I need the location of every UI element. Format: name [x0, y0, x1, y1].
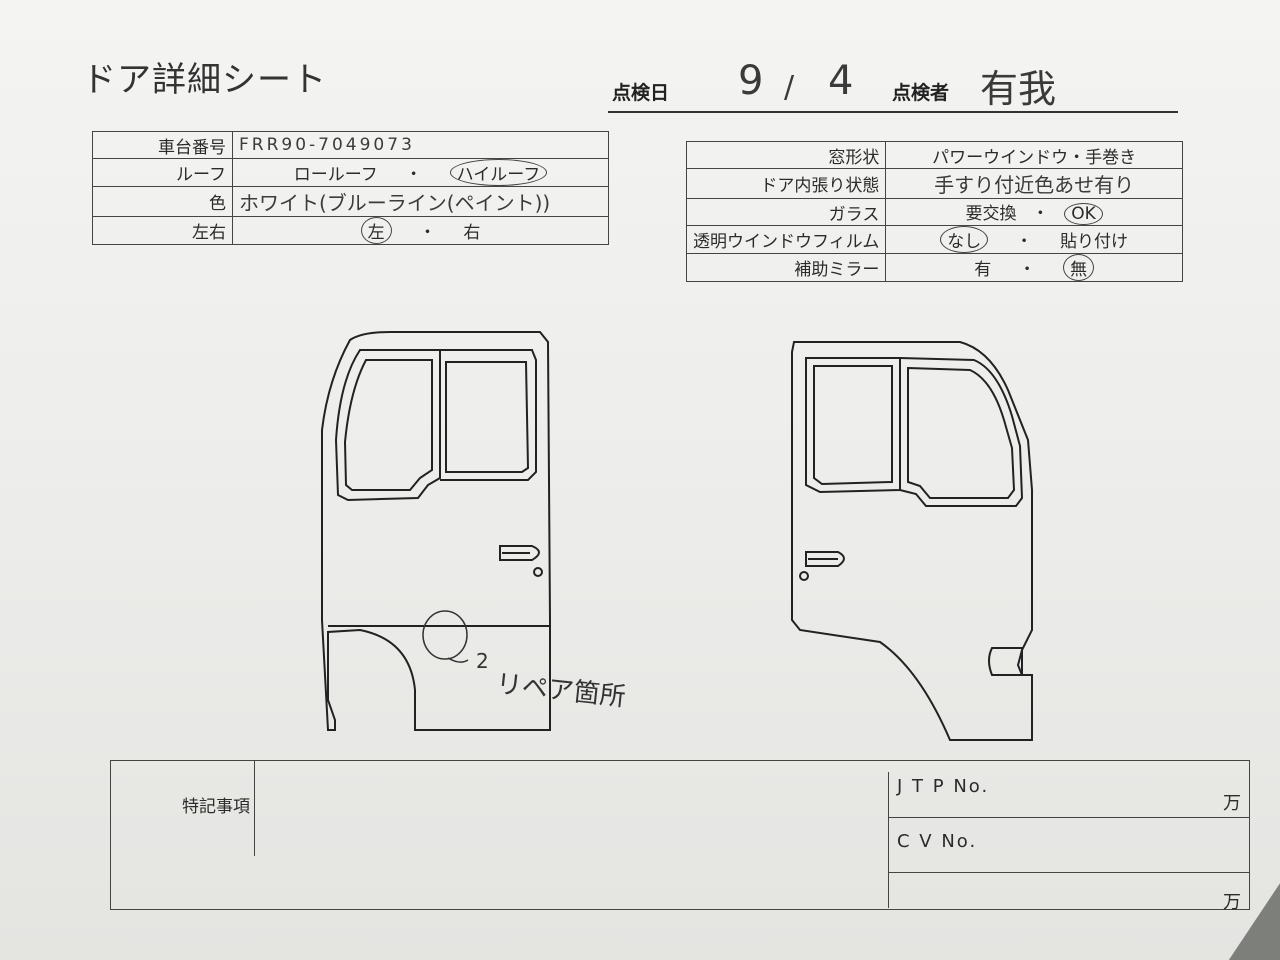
table-row: 色 ホワイト(ブルーライン(ペイント)) [92, 186, 609, 217]
side-separator: ・ [419, 223, 436, 243]
chassis-number-value: FRR90-7049073 [232, 131, 609, 159]
inspection-underline [608, 111, 1178, 113]
door-trim-label: ドア内張り状態 [685, 168, 887, 199]
inspection-date-separator: / [784, 70, 795, 105]
roof-label: ルーフ [92, 158, 233, 187]
glass-option-ok: OK [1064, 203, 1103, 225]
aux-mirror-label: 補助ミラー [685, 253, 887, 282]
cv-unit: 万 [1223, 892, 1241, 913]
notes-section: 特記事項 J T P No. 万 C V No. 万 [110, 760, 1250, 913]
right-door-diagram [791, 341, 1033, 741]
door-condition-table: 窓形状 パワーウインドウ・手巻き ドア内張り状態 手すり付近色あせ有り ガラス … [685, 141, 1183, 282]
table-row: ガラス 要交換 ・ OK [685, 198, 1183, 226]
inspector-label: 点検者 [892, 82, 950, 104]
roof-separator: ・ [405, 165, 423, 185]
side-options: 左 ・ 右 [232, 216, 609, 245]
notes-label: 特記事項 [182, 797, 250, 817]
inspector-name: 有我 [980, 67, 1057, 111]
table-row: 窓形状 パワーウインドウ・手巻き [685, 141, 1183, 169]
table-row: 左右 左 ・ 右 [92, 216, 609, 245]
table-row: ルーフ ロールーフ ・ ハイルーフ [92, 158, 609, 187]
color-label: 色 [92, 186, 233, 217]
door-trim-value: 手すり付近色あせ有り [885, 168, 1183, 199]
chassis-number-label: 車台番号 [92, 131, 233, 159]
aux-mirror-option-no: 無 [1063, 254, 1095, 281]
number-fields: J T P No. 万 C V No. 万 [888, 772, 1249, 913]
inspection-day: 4 [828, 58, 854, 104]
aux-mirror-options: 有 ・ 無 [885, 253, 1183, 282]
jtp-number-label: J T P No. [897, 776, 990, 797]
vehicle-info-table: 車台番号 FRR90-7049073 ルーフ ロールーフ ・ ハイルーフ 色 ホ… [92, 131, 609, 245]
left-door-diagram: 2 [321, 331, 551, 731]
cv-number-row: C V No. 万 [889, 827, 1249, 913]
table-row: 補助ミラー 有 ・ 無 [685, 253, 1183, 282]
aux-mirror-separator: ・ [1018, 260, 1036, 280]
side-label: 左右 [92, 216, 233, 245]
roof-options: ロールーフ ・ ハイルーフ [232, 158, 609, 187]
glass-separator: ・ [1031, 204, 1049, 224]
repair-marker-number: 2 [476, 649, 489, 673]
window-type-value: パワーウインドウ・手巻き [885, 141, 1183, 169]
glass-options: 要交換 ・ OK [885, 198, 1183, 226]
repair-circle [422, 610, 468, 660]
notes-frame [110, 760, 1250, 910]
roof-option-high: ハイルーフ [449, 159, 548, 186]
cv-number-label: C V No. [897, 831, 978, 852]
window-type-label: 窓形状 [685, 141, 887, 169]
jtp-number-row: J T P No. 万 [889, 772, 1249, 818]
window-film-option-applied: 貼り付け [1060, 232, 1129, 252]
inspection-date-label: 点検日 [612, 82, 670, 104]
side-option-right: 右 [463, 223, 481, 243]
window-film-options: なし ・ 貼り付け [885, 225, 1183, 254]
jtp-unit: 万 [1223, 793, 1241, 814]
side-option-left: 左 [360, 217, 392, 244]
glass-option-replace: 要交換 [965, 204, 1017, 224]
glass-label: ガラス [685, 198, 887, 226]
table-row: 透明ウインドウフィルム なし ・ 貼り付け [685, 225, 1183, 254]
notes-label-cell: 特記事項 [110, 760, 255, 856]
window-film-label: 透明ウインドウフィルム [685, 225, 887, 254]
color-value: ホワイト(ブルーライン(ペイント)) [232, 186, 609, 217]
roof-option-low: ロールーフ [293, 165, 378, 185]
inspection-month: 9 [738, 58, 764, 104]
table-row: 車台番号 FRR90-7049073 [92, 131, 609, 159]
aux-mirror-option-yes: 有 [974, 260, 992, 280]
table-row: ドア内張り状態 手すり付近色あせ有り [685, 168, 1183, 199]
window-film-option-none: なし [940, 226, 989, 253]
window-film-separator: ・ [1015, 232, 1033, 252]
page-title: ドア詳細シート [82, 60, 327, 100]
